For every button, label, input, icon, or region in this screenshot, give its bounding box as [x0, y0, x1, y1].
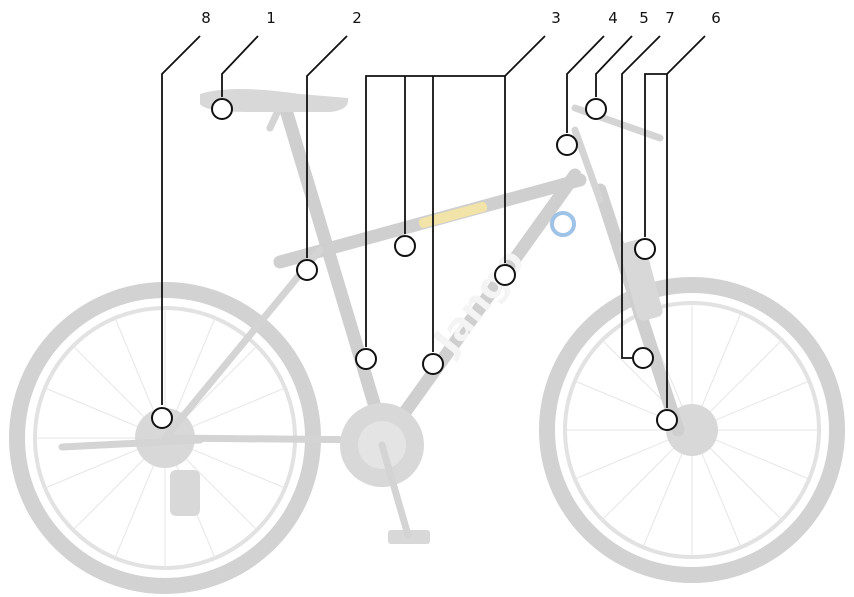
callout-label-1: 1 [266, 9, 276, 27]
marker-3-top-tube [395, 236, 415, 256]
rear-derailleur [170, 470, 200, 516]
bicycle-illustration: Jango [17, 89, 837, 586]
marker-1 [212, 99, 232, 119]
callout-label-2: 2 [352, 9, 362, 27]
head-tube-badge [552, 213, 574, 235]
marker-8 [152, 408, 172, 428]
marker-7 [633, 348, 653, 368]
callout-label-6: 6 [711, 9, 721, 27]
callout-label-8: 8 [201, 9, 211, 27]
bike-frame [165, 100, 678, 440]
callout-label-4: 4 [608, 9, 618, 27]
leader-line-1 [222, 36, 258, 97]
marker-4 [557, 135, 577, 155]
marker-3-head [495, 265, 515, 285]
marker-5 [586, 99, 606, 119]
callout-label-5: 5 [639, 9, 649, 27]
front-wheel [547, 285, 837, 575]
marker-3-down-tube [423, 354, 443, 374]
leader-line-5 [596, 36, 632, 97]
callout-markers [152, 99, 677, 430]
marker-6-hub [657, 410, 677, 430]
callout-labels: 8 1 2 3 4 5 7 6 [201, 9, 721, 27]
callout-label-3: 3 [551, 9, 561, 27]
marker-3-bottom-left [356, 349, 376, 369]
marker-2 [297, 260, 317, 280]
callout-label-7: 7 [665, 9, 675, 27]
marker-6-fork-top [635, 239, 655, 259]
brand-text: Jango [423, 240, 533, 364]
leader-line-8 [162, 36, 200, 405]
